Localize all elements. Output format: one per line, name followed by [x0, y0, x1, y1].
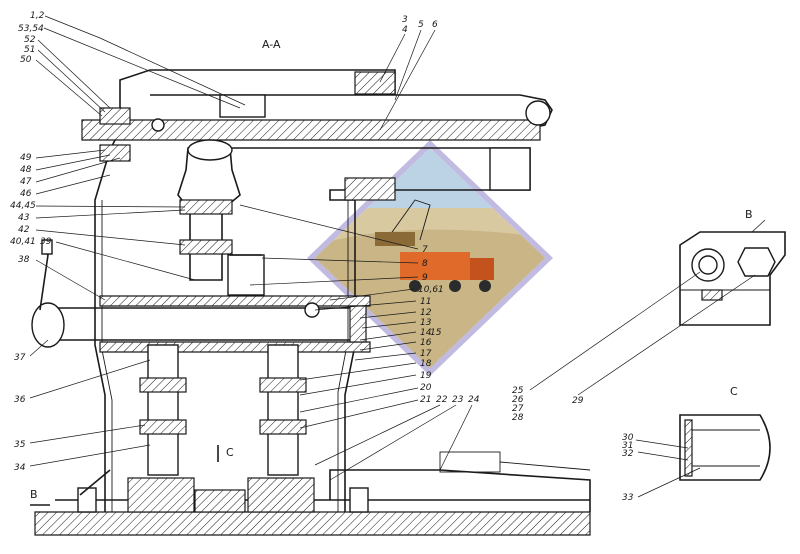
callout: 22	[436, 395, 448, 405]
callout: 27	[512, 404, 524, 414]
upper-coupling	[177, 139, 265, 296]
callout: 34	[14, 463, 26, 473]
callout: 39	[40, 237, 52, 247]
callout: 9	[422, 273, 428, 283]
callout: 25	[512, 386, 524, 396]
detail-b: B	[679, 208, 786, 326]
detail-c: C	[679, 385, 771, 481]
callouts-detail-b: 25 26 27 28 29	[512, 271, 756, 423]
callout: 37	[14, 353, 26, 363]
callout: 4	[402, 25, 408, 35]
callout: 49	[20, 153, 32, 163]
callout: 15	[430, 328, 442, 338]
detail-b-title: B	[745, 208, 753, 221]
callout: 11	[420, 297, 431, 307]
callout: 19	[420, 371, 432, 381]
callout: 10,61	[418, 285, 444, 295]
callouts-bottom: 20 21 22 23 24	[299, 383, 480, 481]
callout: 35	[14, 440, 26, 450]
section-title-aa: A-A	[262, 38, 281, 51]
callout: 8	[422, 259, 428, 269]
callout: 26	[512, 395, 524, 405]
callout: 18	[420, 359, 432, 369]
callout: 28	[512, 413, 524, 423]
leader-lines-right	[239, 204, 419, 396]
callout: 6	[432, 20, 438, 30]
callout: 30	[622, 433, 634, 443]
leader-lines-left	[29, 15, 246, 467]
callout: 16	[420, 338, 432, 348]
callout: 1,2	[30, 11, 45, 21]
callouts-detail-c: 30 31 32 33	[622, 433, 701, 503]
callout: 36	[14, 395, 26, 405]
callout: 43	[18, 213, 30, 223]
callouts-left: 1,2 53,54 52 51 50 49 48 47 46 44,45 43 …	[10, 11, 52, 473]
callout: 48	[20, 165, 32, 175]
section-mark-c: C	[226, 446, 234, 459]
lower-coupling-left	[127, 344, 195, 513]
callout: 50	[20, 55, 32, 65]
callout: 20	[420, 383, 432, 393]
callout: 44,45	[10, 201, 36, 211]
callout: 31	[622, 441, 633, 451]
section-mark-b: B	[30, 488, 38, 501]
detail-c-title: C	[730, 385, 738, 398]
lower-coupling-right	[247, 344, 315, 513]
callouts-right: 7 8 9 10,61 11 12 13 14 15 16 17 18 19	[418, 245, 444, 381]
callout: 3	[402, 15, 408, 25]
base-tail	[329, 469, 591, 512]
callout: 7	[422, 245, 428, 255]
callout: 38	[18, 255, 30, 265]
callout: 21	[420, 395, 431, 405]
callout: 23	[452, 395, 464, 405]
callout: 46	[20, 189, 32, 199]
callout: 17	[420, 349, 432, 359]
callout: 53,54	[18, 24, 44, 34]
base-plate	[34, 511, 591, 536]
upper-arm	[81, 71, 553, 201]
callout: 14	[420, 328, 432, 338]
callouts-top: 3 4 5 6	[379, 15, 438, 131]
callout: 42	[18, 225, 30, 235]
callout: 24	[468, 395, 480, 405]
callout: 51	[24, 45, 35, 55]
callout: 13	[420, 318, 432, 328]
callout: 29	[572, 396, 584, 406]
callout: 32	[622, 449, 634, 459]
callout: 40,41	[10, 237, 36, 247]
callout: 5	[418, 20, 424, 30]
callout: 47	[20, 177, 32, 187]
callout: 12	[420, 308, 432, 318]
callout: 33	[622, 493, 634, 503]
callout: 52	[24, 35, 36, 45]
